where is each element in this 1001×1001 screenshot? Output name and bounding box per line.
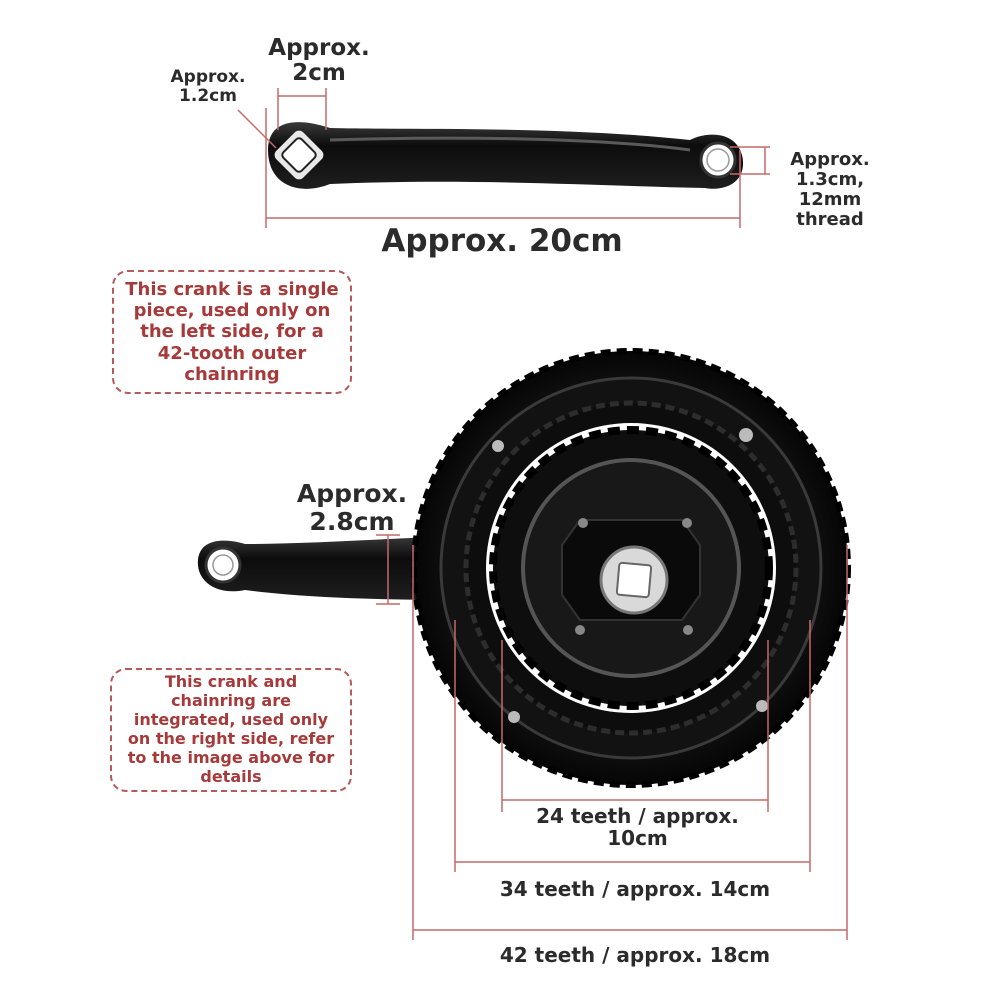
square-width-label: Approx. 1.2cm: [160, 68, 256, 105]
square-width-label-line1: Approx.: [170, 67, 246, 87]
crank-length-label: Approx. 20cm: [381, 223, 623, 259]
small-chainring-label-line2: 10cm: [607, 826, 668, 850]
chainring-dimension-lines: [376, 534, 848, 940]
left-crank-note-text: This crank is a single piece, used only …: [125, 278, 339, 385]
chainring-assembly: [411, 348, 851, 788]
pedal-hole-label-line3: 12mm: [798, 189, 862, 211]
top-dimension-lines: [237, 88, 770, 228]
pedal-hole-label-line2: 1.3cm,: [795, 169, 865, 191]
square-width-label-line2: 1.2cm: [179, 85, 237, 106]
left-crank-arm: [268, 122, 744, 189]
thickness-label-line1: Approx.: [296, 479, 408, 508]
left-crank-note: This crank is a single piece, used only …: [112, 270, 352, 394]
large-chainring-label: 42 teeth / approx. 18cm: [499, 943, 771, 967]
end-width-label-line2: 2cm: [292, 60, 346, 87]
right-crank-note-text: This crank and chainring are integrated,…: [127, 672, 335, 786]
medium-chainring-label: 34 teeth / approx. 14cm: [499, 877, 771, 901]
pedal-hole-label-line4: thread: [796, 209, 864, 231]
end-width-label-line1: Approx.: [268, 35, 370, 61]
pedal-hole-label-line1: Approx.: [790, 149, 870, 170]
pedal-hole-label: Approx. 1.3cm, 12mm thread: [780, 149, 880, 231]
small-chainring-label: 24 teeth / approx. 10cm: [510, 805, 765, 849]
thickness-label: Approx. 2.8cm: [286, 480, 418, 535]
thickness-label-line2: 2.8cm: [309, 506, 395, 536]
right-crank-note: This crank and chainring are integrated,…: [110, 668, 352, 792]
right-crank-arm: [197, 536, 480, 600]
small-chainring-label-line1: 24 teeth / approx.: [536, 804, 739, 828]
end-width-label: Approx. 2cm: [255, 35, 383, 87]
